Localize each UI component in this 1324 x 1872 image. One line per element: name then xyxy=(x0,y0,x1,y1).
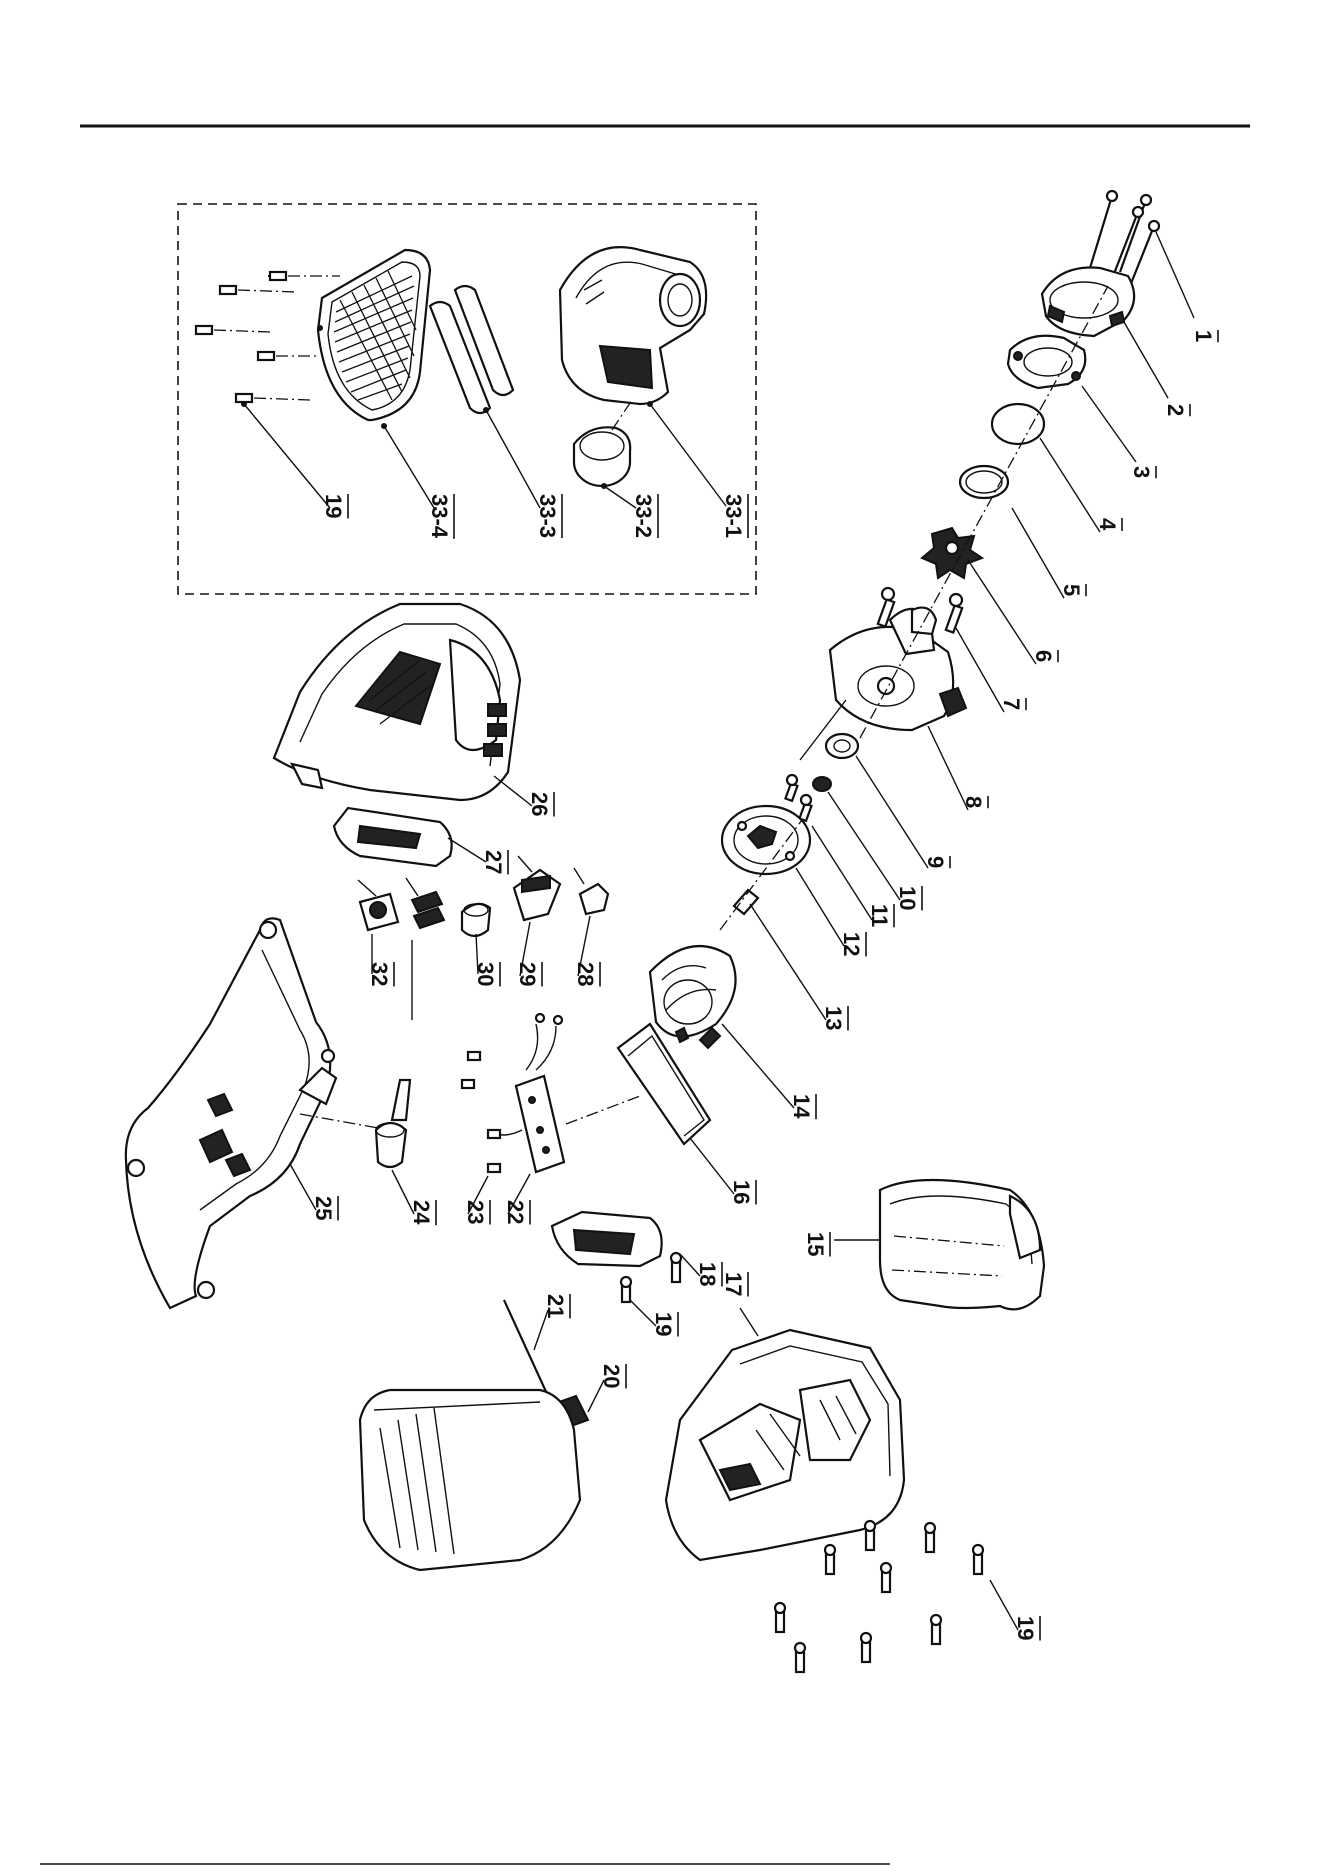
callout-15: 15 xyxy=(803,1232,828,1256)
callout-24: 24 xyxy=(409,1200,434,1225)
part-12-motor-flange xyxy=(722,806,844,946)
callout-16: 16 xyxy=(729,1180,754,1204)
part-4-diaphragm xyxy=(992,404,1100,532)
callout-1: 1 xyxy=(1191,330,1216,342)
callout-33-4: 33-4 xyxy=(427,494,452,539)
callout-25: 25 xyxy=(311,1196,336,1220)
part-22-pcb xyxy=(488,1014,564,1214)
part-19-screws-bottom xyxy=(775,1521,1018,1672)
callout-11: 11 xyxy=(867,904,892,927)
part-33-1-nozzle-housing xyxy=(560,247,706,404)
part-6-impeller xyxy=(922,528,1036,664)
callout-29: 29 xyxy=(515,962,540,986)
callout-33-1: 33-1 xyxy=(721,494,746,538)
callout-28: 28 xyxy=(573,962,598,986)
callout-14: 14 xyxy=(789,1094,814,1119)
callout-12: 12 xyxy=(839,932,864,956)
part-32-switch xyxy=(358,880,398,974)
part-23-screws xyxy=(462,1052,500,1214)
callout-22: 22 xyxy=(503,1200,528,1224)
part-25-base-plate xyxy=(126,918,336,1308)
part-27-bracket xyxy=(334,808,486,866)
accessory-leaders xyxy=(241,401,726,508)
part-26-handle-housing xyxy=(274,604,532,806)
part-16-controller-box xyxy=(566,1024,734,1194)
callout-32: 32 xyxy=(367,962,392,986)
part-33-3-rods xyxy=(430,286,513,413)
callout-9: 9 xyxy=(923,856,948,868)
callout-17: 17 xyxy=(721,1272,746,1296)
part-15-battery xyxy=(834,1180,1044,1309)
part-10-nut xyxy=(813,777,900,900)
part-5-o-ring xyxy=(960,466,1064,598)
charger-housing xyxy=(360,1390,580,1570)
part-19-screw-clip xyxy=(621,1277,656,1326)
part-9-seal xyxy=(826,734,928,868)
callout-30: 30 xyxy=(473,962,498,986)
callout-26: 26 xyxy=(527,792,552,816)
callout-2: 2 xyxy=(1163,404,1188,416)
callout-19-bottom: 19 xyxy=(1013,1616,1038,1640)
callout-10: 10 xyxy=(895,886,920,910)
part-8-pump-housing xyxy=(830,608,968,810)
part-33-2-coupler xyxy=(574,400,632,486)
part-18-clip xyxy=(552,1212,700,1282)
callout-20: 20 xyxy=(599,1364,624,1388)
callout-23: 23 xyxy=(463,1200,488,1224)
callout-33-3: 33-3 xyxy=(535,494,560,538)
callout-18: 18 xyxy=(695,1262,720,1286)
part-29-switch-block xyxy=(514,856,560,976)
callout-5: 5 xyxy=(1059,584,1084,596)
callout-6: 6 xyxy=(1031,650,1056,662)
part-13-shaft-coupler xyxy=(734,890,826,1020)
callout-7: 7 xyxy=(999,698,1024,710)
part-28-connector xyxy=(574,868,608,976)
callout-4: 4 xyxy=(1095,518,1120,531)
callout-8: 8 xyxy=(961,796,986,808)
callout-3: 3 xyxy=(1129,466,1154,478)
callout-27: 27 xyxy=(481,850,506,874)
callout-19-clip: 19 xyxy=(651,1312,676,1336)
callout-21: 21 xyxy=(543,1294,568,1318)
part-31-spring-clip xyxy=(406,878,444,1020)
callout-13: 13 xyxy=(821,1006,846,1030)
callout-19-accessory: 19 xyxy=(321,494,346,518)
callout-33-2: 33-2 xyxy=(631,494,656,538)
